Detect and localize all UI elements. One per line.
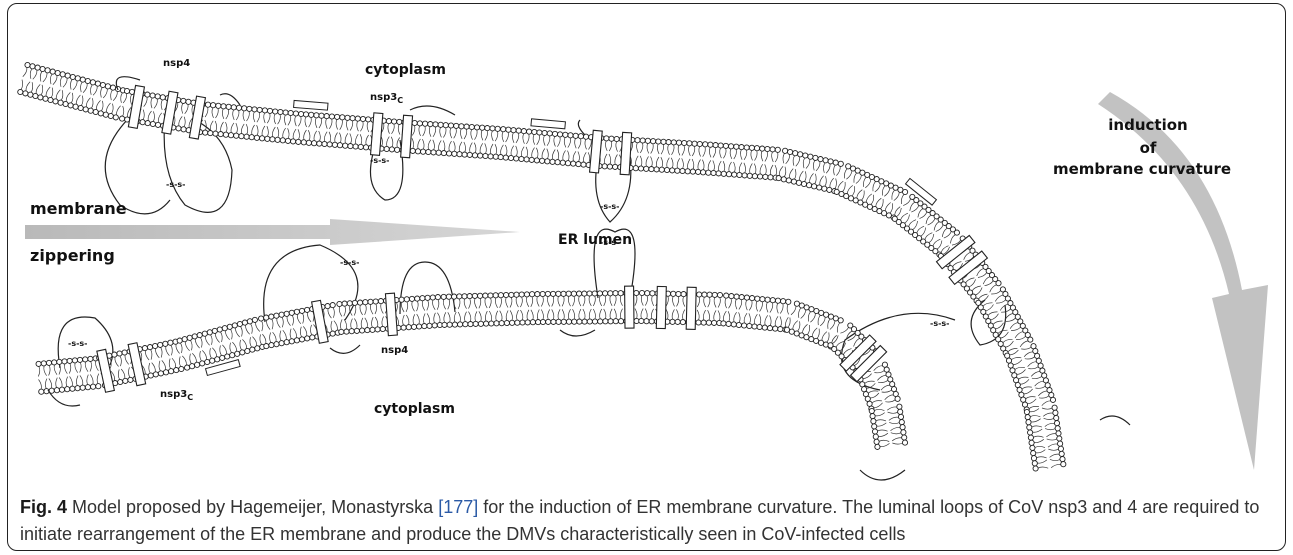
figure-caption: Fig. 4 Model proposed by Hagemeijer, Mon… bbox=[20, 494, 1270, 548]
membrane-curvature-arrow bbox=[1098, 92, 1268, 470]
membrane-label: membrane bbox=[30, 199, 127, 218]
disulfide-label: -s-s- bbox=[600, 202, 619, 211]
lower-membrane bbox=[36, 290, 908, 449]
zippering-label: zippering bbox=[30, 246, 115, 265]
tail bbox=[1100, 416, 1130, 425]
induction-label: induction bbox=[1108, 116, 1187, 134]
disulfide-label: -s-s- bbox=[930, 319, 949, 328]
figure-number: Fig. 4 bbox=[20, 497, 67, 517]
of-label: of bbox=[1140, 139, 1157, 157]
nsp3c-bottom-label: nsp3C bbox=[160, 389, 193, 402]
tail bbox=[410, 106, 455, 115]
nsp3c-domain bbox=[294, 100, 328, 110]
transmembrane-domain bbox=[686, 287, 696, 329]
disulfide-label: -s-s- bbox=[68, 339, 87, 348]
disulfide-label: -s-s- bbox=[370, 156, 389, 165]
disulfide-label: -s-s- bbox=[600, 238, 619, 247]
disulfide-labels: -s-s- -s-s- -s-s- -s-s- -s-s- -s-s- -s-s… bbox=[68, 156, 949, 348]
tail bbox=[560, 330, 595, 336]
disulfide-label: -s-s- bbox=[166, 180, 185, 189]
nsp4-top-label: nsp4 bbox=[163, 58, 190, 69]
nsp4-bottom-label: nsp4 bbox=[381, 345, 408, 356]
er-membranes bbox=[18, 62, 1130, 480]
loop bbox=[400, 262, 455, 314]
cytoplasm-bottom-label: cytoplasm bbox=[374, 401, 455, 417]
membrane-curvature-label: membrane curvature bbox=[1053, 160, 1231, 178]
disulfide-label: -s-s- bbox=[340, 258, 359, 267]
tail bbox=[330, 345, 360, 353]
caption-text-1: Model proposed by Hagemeijer, Monastyrsk… bbox=[67, 497, 438, 517]
tail bbox=[578, 120, 585, 135]
transmembrane-domain bbox=[620, 132, 631, 174]
er-lumen-label: ER lumen bbox=[558, 232, 632, 248]
nsp3c-domain bbox=[531, 119, 565, 129]
tail bbox=[860, 470, 905, 480]
cytoplasm-top-label: cytoplasm bbox=[365, 62, 446, 78]
citation-link[interactable]: [177] bbox=[438, 497, 478, 517]
transmembrane-domain bbox=[625, 286, 634, 328]
nsp3c-top-label: nsp3C bbox=[370, 92, 403, 105]
membrane-zippering-arrow bbox=[25, 219, 520, 245]
transmembrane-domain bbox=[656, 286, 666, 328]
